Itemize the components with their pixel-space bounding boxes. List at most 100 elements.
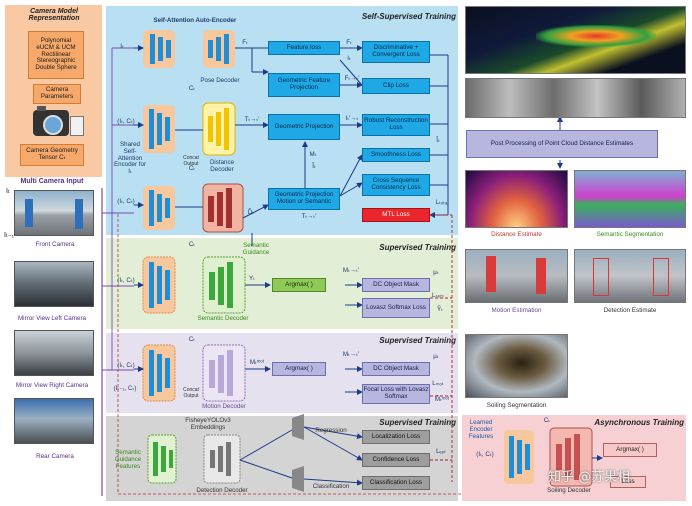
edge-tt2: Tₜ→ₜ′ — [301, 213, 317, 220]
geometric-feature-projection-box: Geometric Feature Projection — [268, 73, 340, 97]
pose-decoder-label: Pose Decoder — [200, 77, 240, 84]
watermark: 知乎 @苏果相 — [548, 470, 631, 485]
ct-label-bottom: Cₜ — [188, 165, 196, 172]
edge-ihat2: Îₜ — [312, 163, 316, 170]
discriminative-loss-box: Discriminative + Convergent Loss — [362, 41, 430, 63]
motion-argmax-box: Argmax( ) — [272, 362, 326, 376]
geometric-projection-box: Geometric Projection — [268, 114, 340, 140]
lovasz-softmax-box: Lovasz Softmax Loss — [362, 298, 430, 318]
async-loss-box: Loss — [610, 476, 646, 488]
shared-encoder-bottom-graphic — [143, 183, 244, 233]
self-supervised-title: Self-Supervised Training — [361, 12, 456, 21]
detection-estimate-caption: Detection Estimate — [603, 307, 657, 314]
motion-mu-label: μₜ — [433, 353, 439, 360]
ct-label-top: Cₜ — [188, 85, 196, 92]
post-processing-box: Post Processing of Point Cloud Distance … — [466, 130, 658, 158]
camera-model-list: Polynomial eUCM & UCM Rectilinear Stereo… — [28, 31, 84, 79]
detection-estimate-image — [574, 249, 686, 303]
it1-label: Iₜ₋₁ — [3, 232, 15, 239]
motion-mmot-label: Mₜᵐᵒᵗ — [249, 359, 265, 366]
concat-output-label: Concat Output — [183, 155, 199, 167]
motion-lmot-label: Lₘₒₜ — [432, 380, 444, 387]
async-title: Asynchronous Training — [594, 418, 684, 427]
rear-camera-image — [14, 398, 94, 444]
semantic-m-label: Mₜ→ₜ′ — [342, 267, 360, 274]
camera-icon — [33, 106, 69, 136]
yolo-embeddings-label: FisheyeYOLOv3 Embeddings — [185, 417, 231, 431]
soiling-decoder-label: Soiling Decoder — [547, 487, 591, 494]
edge-it-to: Iₜ′→ₜ — [345, 115, 359, 122]
input-itct-label: (Iₜ, Cₜ) — [117, 118, 135, 125]
learned-features-label: Learned Encoder Features — [468, 419, 494, 440]
detection-ldet-label: Lₑₑₜ — [436, 448, 446, 455]
motion-encoder-graphic — [142, 344, 246, 402]
motion-input1-label: (Iₜ, Cₜ) — [117, 362, 135, 369]
mtl-loss-box: MTL Loss — [362, 208, 430, 222]
ft-label: Fₜ — [242, 39, 248, 46]
camera-model-item: Stereographic — [36, 57, 76, 65]
camera-model-item: Rectilinear — [41, 50, 71, 58]
motion-decoder-label: Motion Decoder — [202, 403, 246, 410]
camera-model-item: Double Sphere — [35, 64, 77, 72]
distance-estimate-caption: Distance Estimate — [491, 231, 542, 238]
shared-encoder-top-graphic — [143, 102, 236, 156]
attention-encoder-label: Self-Attention Auto-Encoder — [153, 17, 237, 24]
motion-ct-label: Cₜ — [188, 336, 196, 343]
edge-ltotal: Lₜₒₜₐₗ — [435, 199, 449, 206]
robust-reconstruction-box: Robust Reconstruction Loss — [362, 114, 430, 136]
geometric-motion-box: Geometric Projection Motion or Semantic — [268, 188, 340, 210]
semantic-mu-label: μₜ — [433, 269, 439, 276]
film-icon — [70, 116, 84, 136]
input-itct2-label: (Iₜ, Cₜ) — [117, 198, 135, 205]
semantic-input-label: (Iₜ, Cₜ) — [117, 277, 135, 284]
edge-ft: Fₜ — [346, 39, 352, 46]
pose-encoder-graphic — [143, 30, 235, 68]
semantic-encoder-graphic — [142, 256, 246, 314]
motion-title: Supervised Training — [379, 336, 456, 345]
camera-tensor-box: Camera Geometry Tensor Cₜ — [20, 144, 84, 166]
detection-decoder-label: Detection Decoder — [196, 487, 248, 494]
motion-estimation-image — [465, 249, 568, 303]
edge-ft-to: Fₜ→ₜ′ — [344, 75, 360, 82]
classification-loss-box: Classification Loss — [362, 476, 430, 490]
front-camera-image — [14, 190, 94, 236]
left-camera-image — [14, 261, 94, 307]
localization-loss-box: Localization Loss — [362, 430, 430, 444]
right-camera-caption: Mirror View Right Camera — [15, 382, 89, 389]
multi-camera-title: Multi Camera Input — [20, 178, 84, 185]
edge-mt: Mₜ — [309, 151, 317, 158]
camera-model-title: Camera Model Representation — [28, 8, 80, 22]
semantic-guidance-label: Semantic Guidance — [242, 242, 270, 256]
detection-encoder-graphic — [147, 414, 304, 492]
semantic-ct-label: Cₜ — [188, 241, 196, 248]
semantic-segmentation-caption: Semantic Segmentation — [596, 231, 664, 238]
motion-mhat-label: M̂ₜᵐᵒᵗ — [434, 396, 450, 403]
semantic-title: Supervised Training — [379, 243, 456, 252]
motion-concat-label: Concat Output — [183, 387, 199, 399]
right-camera-image — [14, 330, 94, 376]
shared-encoder-label: Shared Self-Attention Encoder for Iₜ — [114, 141, 146, 176]
distance-decoder-label: Distance Decoder — [209, 159, 235, 173]
edge-ihat: Îₜ — [436, 137, 440, 144]
semantic-yt-label: Yₜ — [249, 275, 255, 282]
left-camera-caption: Mirror View Left Camera — [17, 315, 87, 322]
tt-label: Tₜ→ₜ′ — [244, 116, 260, 123]
soiling-encoder-graphic — [504, 427, 593, 487]
edge-it: Iₜ — [347, 55, 351, 62]
motion-estimation-caption: Motion Estimation — [491, 307, 542, 314]
semantic-decoder-label: Semantic Decoder — [197, 315, 249, 322]
soiling-segmentation-caption: Soiling Segmentation — [486, 402, 547, 409]
distance-estimate-image — [465, 170, 568, 228]
semantic-lsem-label: Lₛₑₘ — [432, 292, 444, 299]
semantic-dc-mask-box: DC Object Mask — [362, 278, 430, 292]
soiling-segmentation-image — [465, 334, 568, 398]
front-camera-caption: Front Camera — [35, 241, 75, 248]
input-it-label: Iₜ — [120, 43, 124, 50]
cross-sequence-box: Cross Sequence Consistency Loss — [362, 174, 430, 196]
clip-loss-box: Clip Loss — [362, 78, 430, 94]
regression-label: Regression — [315, 427, 347, 434]
camera-model-item: eUCM & UCM — [36, 43, 76, 51]
semantic-guidance-features-label: Semantic Guidance Features — [114, 449, 142, 470]
focal-loss-box: Focal Loss with Lovasz Softmax — [362, 384, 430, 404]
motion-dc-mask-box: DC Object Mask — [362, 362, 430, 376]
